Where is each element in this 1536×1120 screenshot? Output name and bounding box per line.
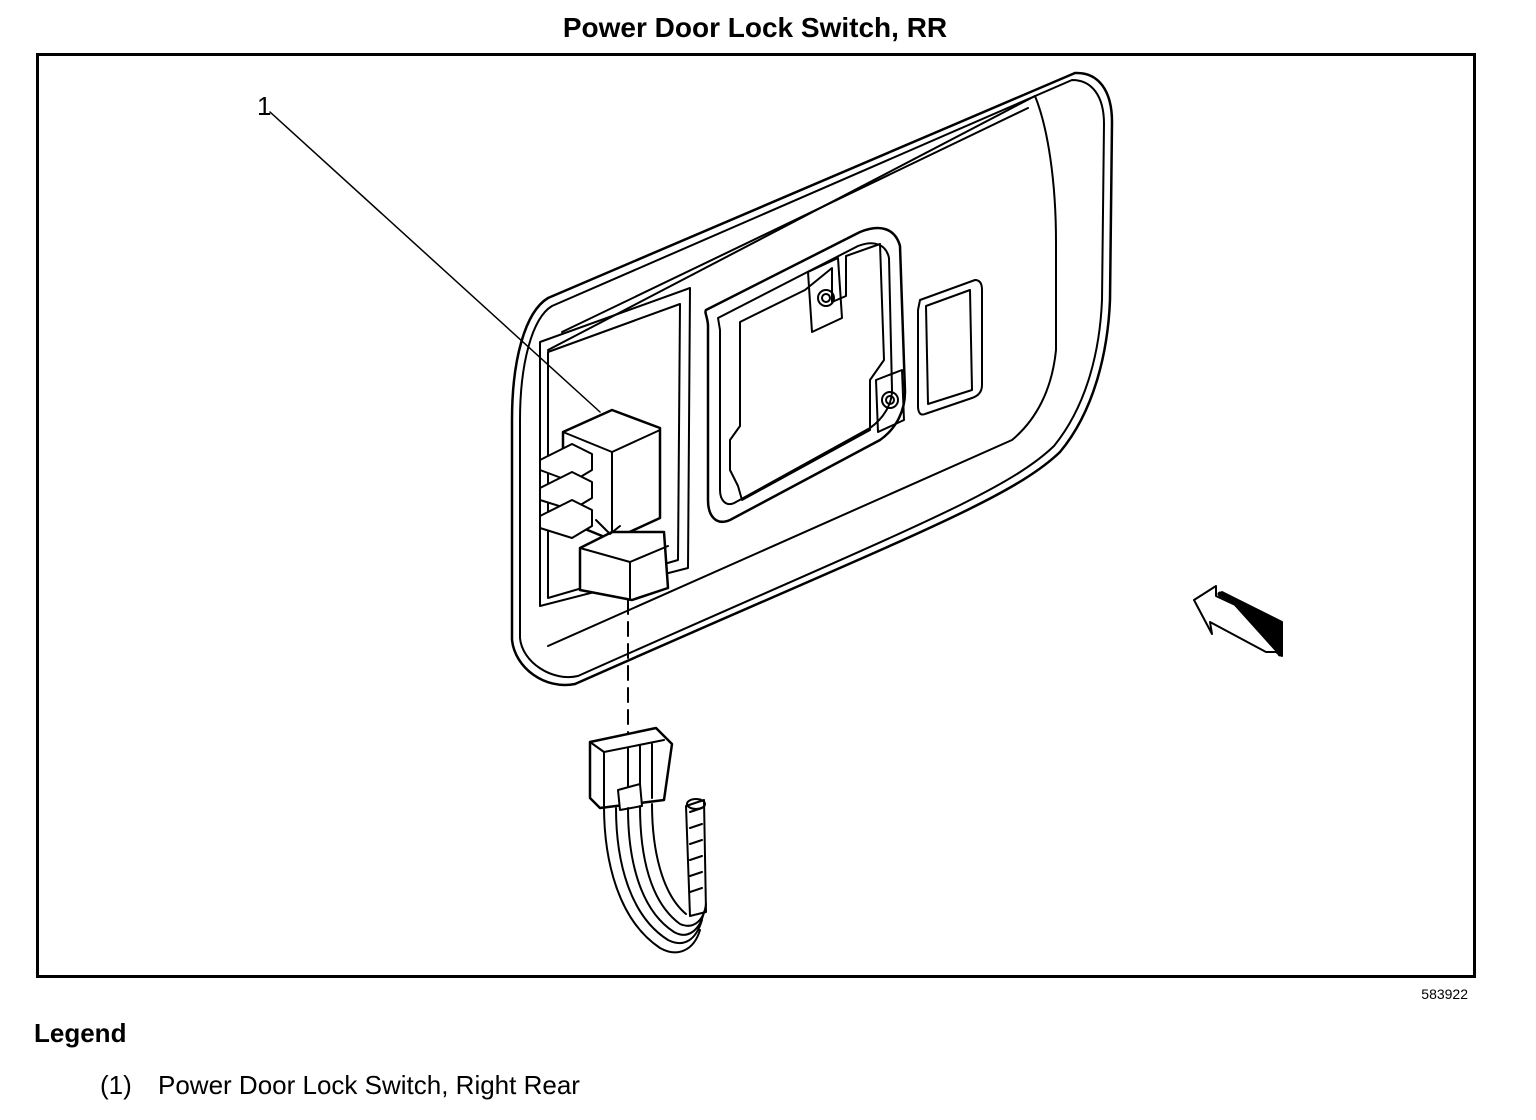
diagram-title: Power Door Lock Switch, RR xyxy=(562,12,948,43)
callout-label-1: 1 xyxy=(257,91,271,121)
legend-heading: Legend xyxy=(34,1018,127,1048)
direction-arrow-icon xyxy=(1193,585,1283,657)
wiring-connector-icon xyxy=(588,726,707,954)
callout-leader-1 xyxy=(269,111,601,413)
diagram-frame xyxy=(36,53,1476,978)
legend-item-number: (1) xyxy=(100,1070,132,1100)
legend-item: (1) Power Door Lock Switch, Right Rear xyxy=(100,1070,580,1101)
figure-id: 583922 xyxy=(1421,986,1468,1002)
legend-item-text: Power Door Lock Switch, Right Rear xyxy=(158,1070,580,1100)
switch-module-icon xyxy=(539,408,670,602)
